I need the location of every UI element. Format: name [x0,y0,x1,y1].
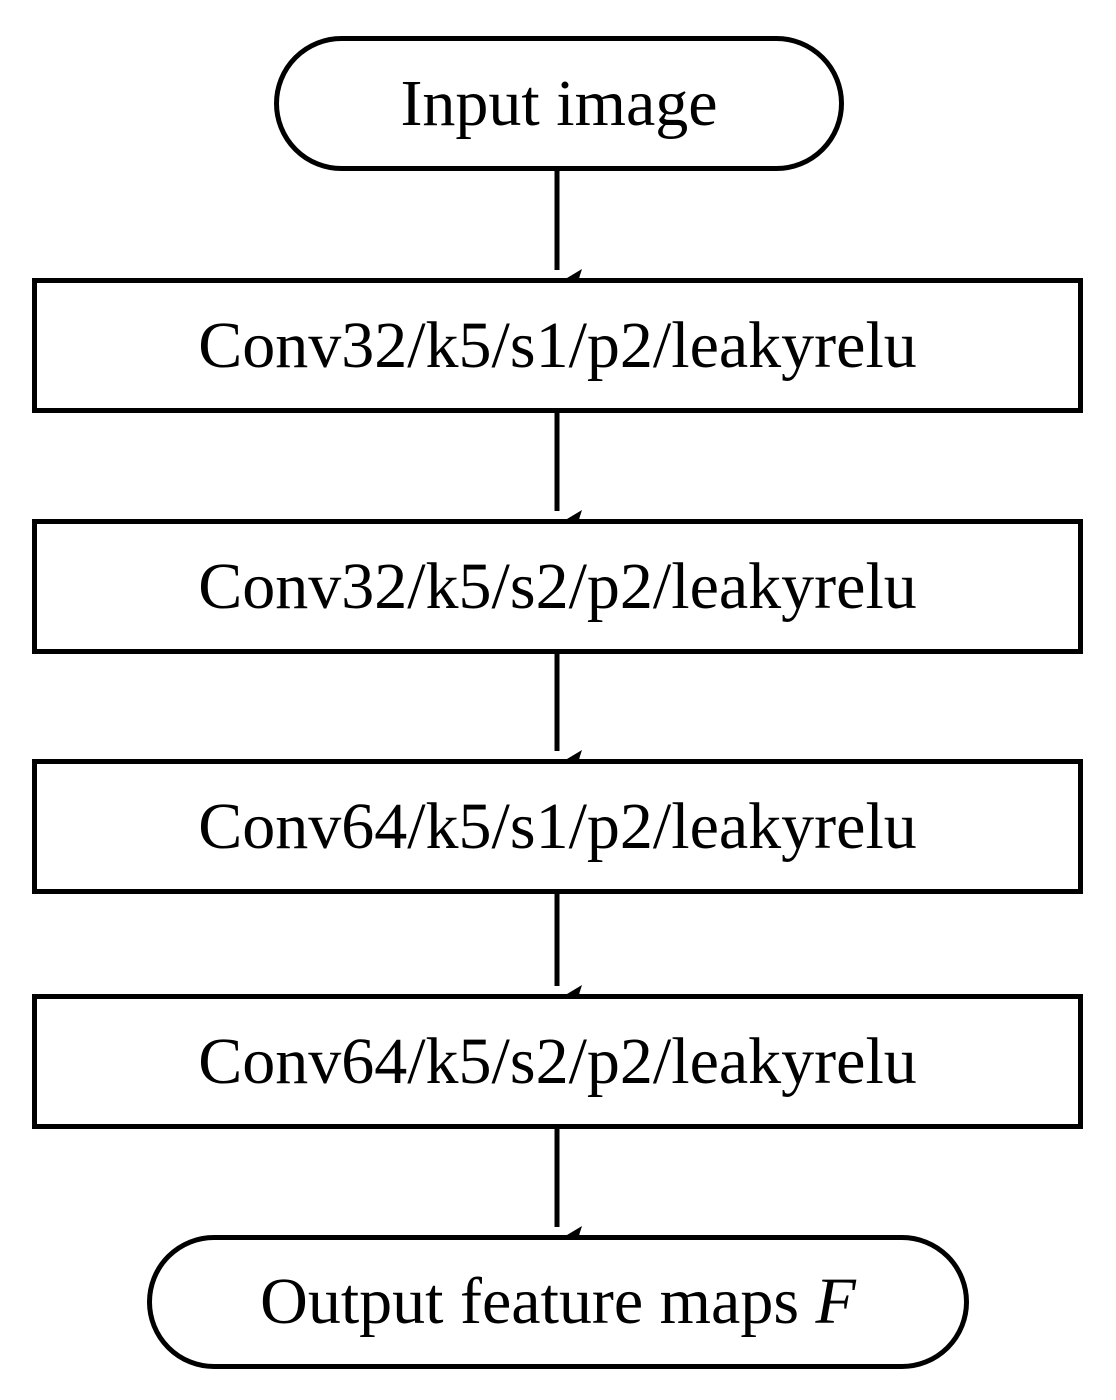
node-conv32-s1-label: Conv32/k5/s1/p2/leakyrelu [198,308,917,382]
node-input-image: Input image [274,36,844,171]
node-conv64-s2: Conv64/k5/s2/p2/leakyrelu [32,994,1083,1129]
node-output-feature-maps-text: Output feature maps [260,1265,816,1338]
node-conv32-s2: Conv32/k5/s2/p2/leakyrelu [32,519,1083,654]
node-output-feature-maps-label: Output feature maps F [260,1269,856,1335]
node-conv32-s2-label: Conv32/k5/s2/p2/leakyrelu [198,549,917,623]
node-conv64-s2-label: Conv64/k5/s2/p2/leakyrelu [198,1024,917,1098]
node-input-image-label: Input image [400,66,718,140]
node-conv64-s1: Conv64/k5/s1/p2/leakyrelu [32,759,1083,894]
node-conv64-s1-label: Conv64/k5/s1/p2/leakyrelu [198,789,917,863]
node-output-feature-maps-variable: F [815,1265,856,1338]
node-conv32-s1: Conv32/k5/s1/p2/leakyrelu [32,278,1083,413]
node-output-feature-maps: Output feature maps F [147,1235,969,1369]
